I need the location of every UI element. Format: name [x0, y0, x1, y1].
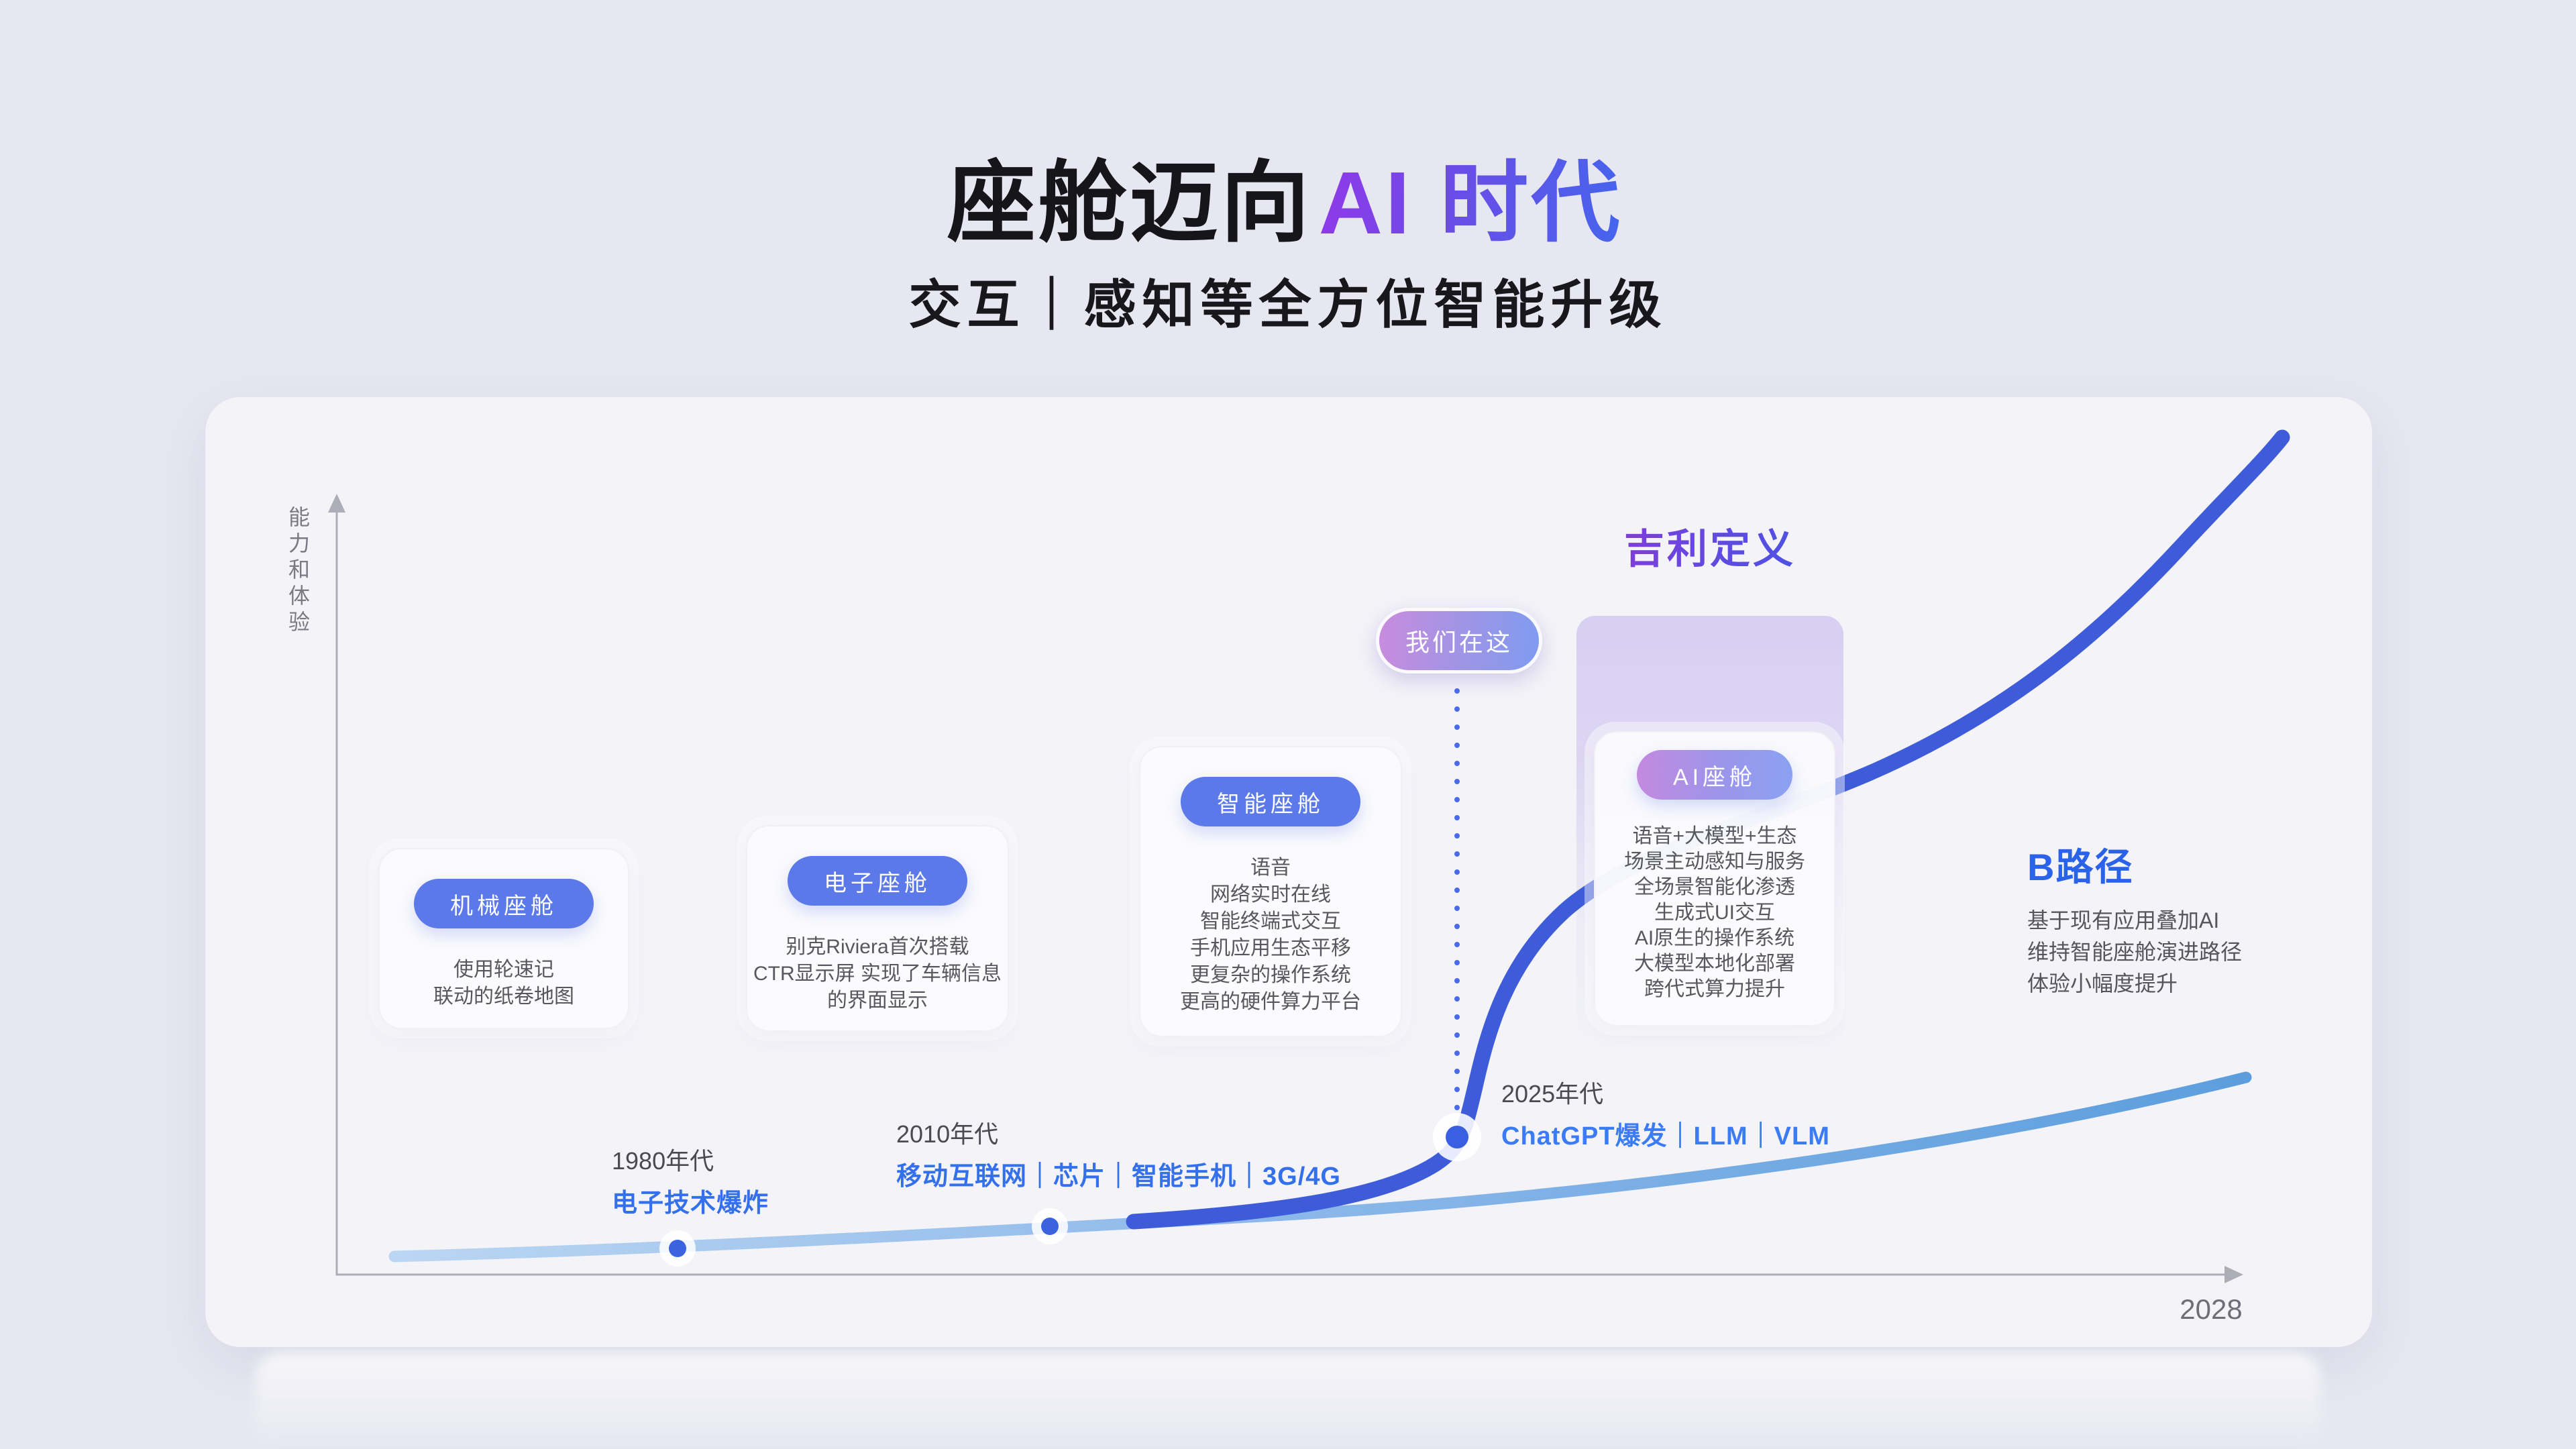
card-line: 语音+大模型+生态: [1632, 825, 1797, 847]
electronic-cockpit-text: 别克Riviera首次搭载 CTR显示屏 实现了车辆信息 的界面显示: [753, 934, 1002, 1014]
card-line: CTR显示屏 实现了车辆信息: [753, 963, 1002, 985]
y-axis-label: 能力和体验: [288, 505, 310, 634]
card-line: 别克Riviera首次搭载: [786, 936, 969, 958]
era-year: 2010年代: [896, 1120, 999, 1148]
b-path-line: 基于现有应用叠加AI: [2027, 908, 2220, 932]
card-line: 大模型本地化部署: [1634, 953, 1795, 975]
card-electronic-cockpit: 电子座舱 别克Riviera首次搭载 CTR显示屏 实现了车辆信息 的界面显示: [737, 816, 1018, 1041]
geely-definition-label: 吉利定义: [1576, 517, 1843, 575]
card-ai-cockpit: AI座舱 语音+大模型+生态 场景主动感知与服务 全场景智能化渗透 生成式UI交…: [1585, 722, 1845, 1036]
card-line: 联动的纸卷地图: [433, 985, 574, 1008]
card-line: 的界面显示: [827, 989, 928, 1012]
card-line: 手机应用生态平移: [1190, 937, 1351, 959]
card-line: 场景主动感知与服务: [1624, 851, 1805, 873]
card-line: 跨代式算力提升: [1644, 978, 1785, 1000]
card-line: 生成式UI交互: [1654, 902, 1775, 924]
b-path-line: 体验小幅度提升: [2027, 971, 2178, 996]
era-highlight: 移动互联网｜芯片｜智能手机｜3G/4G: [896, 1163, 1341, 1191]
page-title-gradient: AI 时代: [1312, 154, 1629, 252]
card-line: 网络实时在线: [1210, 883, 1331, 906]
page-title: 座舱迈向AI 时代: [0, 131, 2576, 260]
card-smart-cockpit: 智能座舱 语音 网络实时在线 智能终端式交互 手机应用生态平移 更复杂的操作系统…: [1130, 737, 1411, 1046]
card-line: AI原生的操作系统: [1634, 927, 1795, 949]
era-2010-block: 2010年代 移动互联网｜芯片｜智能手机｜3G/4G: [896, 1115, 1341, 1192]
we-are-here-pill: 我们在这: [1376, 608, 1542, 674]
electronic-cockpit-pill: 电子座舱: [788, 856, 967, 906]
smart-cockpit-text: 语音 网络实时在线 智能终端式交互 手机应用生态平移 更复杂的操作系统 更高的硬…: [1180, 855, 1361, 1016]
ai-cockpit-text: 语音+大模型+生态 场景主动感知与服务 全场景智能化渗透 生成式UI交互 AI原…: [1624, 824, 1805, 1002]
card-line: 语音: [1250, 857, 1291, 879]
card-line: 使用轮速记: [453, 959, 554, 981]
era-year: 1980年代: [612, 1147, 714, 1175]
ai-cockpit-pill: AI座舱: [1636, 750, 1793, 800]
page-title-black: 座舱迈向: [947, 154, 1312, 252]
b-path-block: B路径 基于现有应用叠加AI 维持智能座舱演进路径 体验小幅度提升: [2027, 837, 2242, 1000]
era-2025-block: 2025年代 ChatGPT爆发｜LLM｜VLM: [1501, 1075, 1830, 1152]
b-path-line: 维持智能座舱演进路径: [2027, 940, 2243, 964]
era-highlight: ChatGPT爆发｜LLM｜VLM: [1501, 1122, 1830, 1150]
era-highlight: 电子技术爆炸: [612, 1189, 769, 1218]
era-1980-block: 1980年代 电子技术爆炸: [612, 1142, 769, 1219]
b-path-text: 基于现有应用叠加AI 维持智能座舱演进路径 体验小幅度提升: [2027, 905, 2242, 1000]
card-line: 全场景智能化渗透: [1634, 876, 1795, 898]
mechanical-cockpit-text: 使用轮速记 联动的纸卷地图: [433, 957, 574, 1010]
card-line: 智能终端式交互: [1200, 910, 1341, 932]
b-path-title: B路径: [2027, 846, 2134, 888]
era-year: 2025年代: [1501, 1080, 1604, 1108]
card-mechanical-cockpit: 机械座舱 使用轮速记 联动的纸卷地图: [369, 839, 639, 1038]
x-axis-end-label: 2028: [2180, 1293, 2243, 1325]
page-subtitle: 交互｜感知等全方位智能升级: [908, 275, 1668, 334]
smart-cockpit-pill: 智能座舱: [1181, 777, 1360, 826]
card-line: 更高的硬件算力平台: [1180, 991, 1361, 1013]
panel-reflection: [255, 1352, 2321, 1449]
mechanical-cockpit-pill: 机械座舱: [414, 879, 594, 928]
card-line: 更复杂的操作系统: [1190, 964, 1351, 986]
